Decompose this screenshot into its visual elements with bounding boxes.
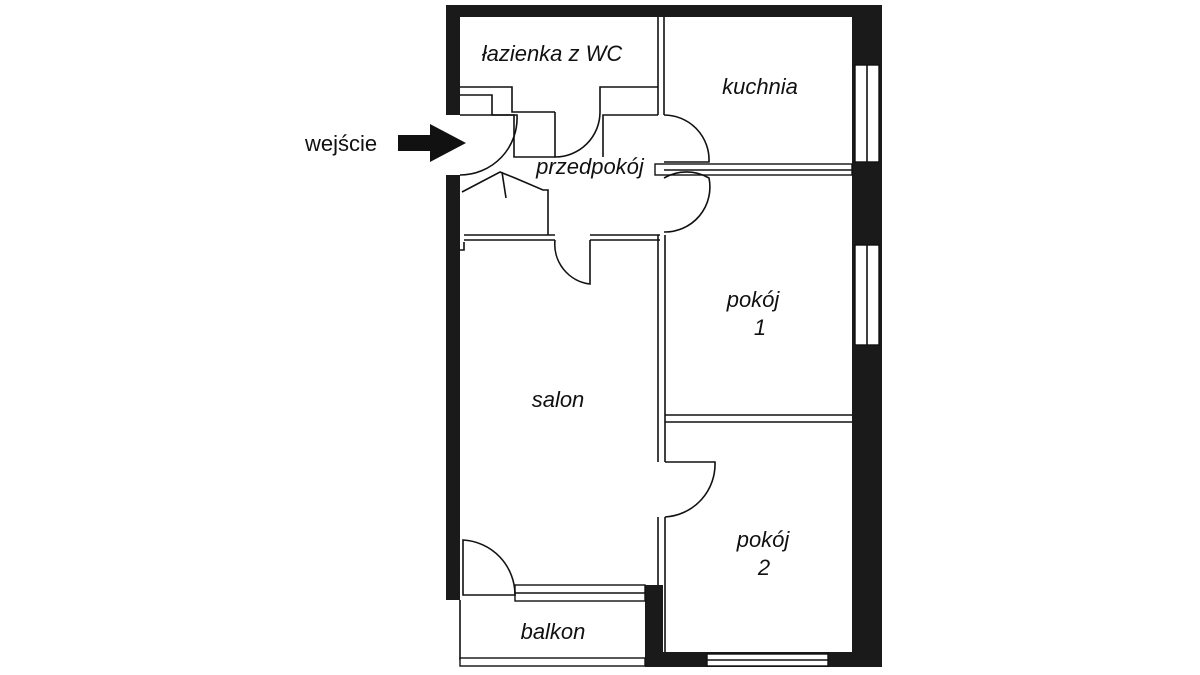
bathroom-label: łazienka z WC — [482, 41, 623, 66]
kitchen-label: kuchnia — [722, 74, 798, 99]
room1-door — [663, 171, 711, 233]
living-room-label: salon — [532, 387, 585, 412]
balcony-label: balkon — [521, 619, 586, 644]
windows — [514, 64, 880, 667]
living-room-door — [553, 239, 591, 285]
entrance-label: wejście — [304, 131, 377, 156]
room1-label: pokój — [726, 287, 781, 312]
kitchen-door — [663, 114, 710, 163]
room2-number: 2 — [757, 555, 770, 580]
balcony-door — [462, 539, 516, 596]
room2-label: pokój — [736, 527, 791, 552]
bathroom-door — [554, 111, 601, 158]
interior-walls — [459, 17, 853, 667]
hallway-label: przedpokój — [535, 154, 645, 179]
room1-number: 1 — [754, 315, 766, 340]
entrance-door — [459, 114, 518, 176]
room2-door — [664, 461, 716, 518]
doors — [459, 111, 716, 596]
entrance-arrow-icon — [398, 124, 466, 162]
